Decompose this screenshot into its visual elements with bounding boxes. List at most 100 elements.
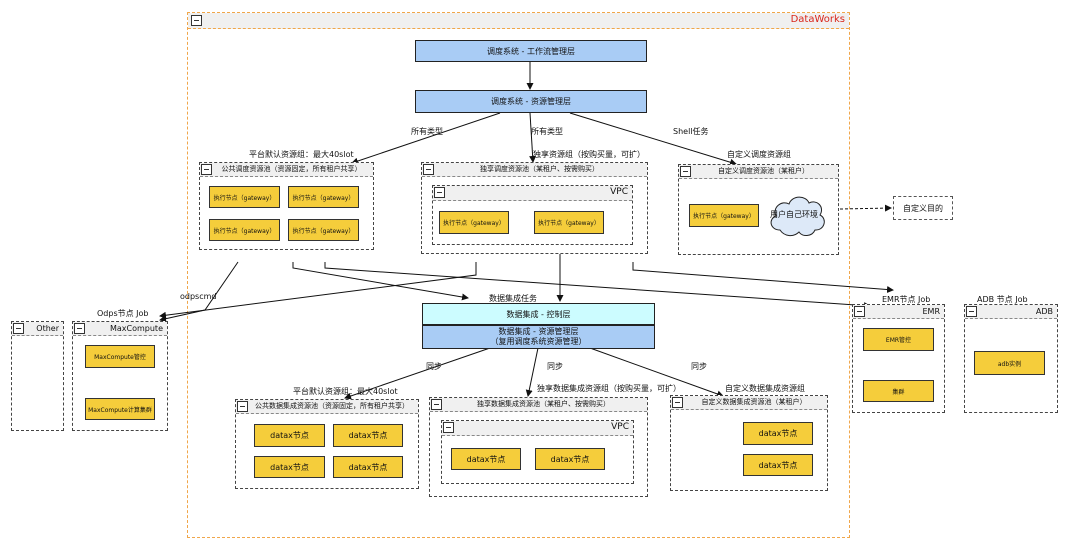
edge-di-to-di-custom: [589, 347, 724, 398]
datax-node: datax节点: [743, 422, 813, 445]
di-exclusive-pool-title: 独享数据集成资源池（某租户、按需购买）: [477, 400, 610, 408]
collapse-icon[interactable]: [237, 401, 248, 412]
gateway-node: 执行节点（gateway）: [209, 219, 280, 241]
datax-node: datax节点: [743, 454, 813, 476]
collapse-icon[interactable]: [431, 399, 442, 410]
di-resource-layer: 数据集成 - 资源管理层 （复用调度系统资源管理）: [422, 325, 655, 349]
label-default-group: 平台默认资源组：最大40slot: [249, 150, 354, 159]
custom-destination-label: 自定义目的: [903, 203, 943, 213]
datax-node: datax节点: [254, 456, 325, 478]
edge-di-to-di-exclusive: [525, 347, 539, 397]
maxcompute-control-node: MaxCompute管控: [85, 345, 155, 368]
collapse-icon[interactable]: [680, 166, 691, 177]
dataworks-title: DataWorks: [790, 14, 845, 25]
maxcompute-header: MaxCompute: [73, 322, 167, 336]
label-di-task: 数据集成任务: [489, 294, 537, 303]
edge-custom-to-dest: [839, 204, 892, 212]
edge-label-sync-1: 同步: [426, 362, 442, 371]
vpc-header: VPC: [433, 186, 632, 201]
maxcompute-title: MaxCompute: [109, 324, 163, 333]
edge-custom-to-emr: [632, 262, 894, 294]
other-group: Other: [11, 321, 64, 431]
label-adb-job: ADB 节点 Job: [977, 295, 1028, 304]
gateway-node: 执行节点（gateway）: [209, 186, 280, 208]
edge-public-to-emr: [324, 262, 871, 310]
other-title: Other: [36, 324, 59, 333]
di-custom-pool-title: 自定义数据集成资源池（某租户）: [701, 398, 807, 406]
collapse-icon[interactable]: [672, 397, 683, 408]
collapse-icon[interactable]: [74, 323, 85, 334]
label-di-default-group: 平台默认资源组：最大40slot: [293, 387, 398, 396]
adb-header: ADB: [965, 305, 1057, 319]
gateway-node: 执行节点（gateway）: [534, 211, 604, 234]
di-custom-pool-header: 自定义数据集成资源池（某租户）: [671, 396, 827, 410]
di-public-pool-header: 公共数据集成资源池（资源固定，所有租户共享）: [236, 400, 418, 414]
label-odpscmd: odpscmd: [180, 292, 217, 301]
di-vpc-header: VPC: [442, 421, 633, 436]
di-resource-line1: 数据集成 - 资源管理层: [498, 327, 579, 336]
datax-node: datax节点: [333, 456, 403, 478]
edge-label-all-types-2: 所有类型: [531, 127, 563, 136]
edge-label-shell-task: Shell任务: [673, 127, 709, 136]
label-di-custom-group: 自定义数据集成资源组: [725, 384, 805, 393]
edge-di-to-di-public: [344, 347, 491, 400]
public-pool-header: 公共调度资源池（资源固定，所有租户共享）: [200, 163, 373, 177]
custom-pool-header: 自定义调度资源池（某租户）: [679, 165, 838, 179]
collapse-icon[interactable]: [201, 164, 212, 175]
collapse-icon[interactable]: [854, 306, 865, 317]
datax-node: datax节点: [254, 424, 325, 447]
label-exclusive-group: 独享资源组（按购买量，可扩）: [533, 150, 645, 159]
di-control-layer: 数据集成 - 控制层: [422, 303, 655, 325]
emr-header: EMR: [853, 305, 944, 319]
edge-resource-to-public: [351, 112, 501, 165]
public-pool-title: 公共调度资源池（资源固定，所有租户共享）: [221, 165, 362, 173]
custom-pool-title: 自定义调度资源池（某租户）: [718, 167, 809, 175]
label-di-exclusive-group: 独享数据集成资源组（按购买量，可扩）: [537, 384, 681, 393]
gateway-node: 执行节点（gateway）: [689, 204, 759, 227]
datax-node: datax节点: [451, 448, 521, 470]
edge-resource-to-exclusive: [529, 112, 537, 163]
collapse-icon[interactable]: [966, 306, 977, 317]
custom-destination-box: 自定义目的: [893, 196, 953, 220]
di-vpc-title: VPC: [611, 422, 629, 432]
emr-cluster-node: 集群: [863, 380, 934, 402]
di-public-pool-title: 公共数据集成资源池（资源固定，所有租户共享）: [255, 402, 409, 410]
di-exclusive-pool-header: 独享数据集成资源池（某租户、按需购买）: [430, 398, 647, 412]
cloud-icon: [770, 196, 825, 237]
di-resource-line2: （复用调度系统资源管理）: [490, 337, 587, 346]
dataworks-header: DataWorks: [188, 13, 849, 29]
collapse-icon[interactable]: [191, 15, 202, 26]
edge-label-sync-2: 同步: [547, 362, 563, 371]
label-emr-job: EMR节点 Job: [882, 295, 931, 304]
emr-control-node: EMR管控: [863, 328, 934, 351]
scheduler-resource-layer: 调度系统 - 资源管理层: [415, 90, 647, 113]
label-custom-group: 自定义调度资源组: [727, 150, 791, 159]
exclusive-pool-header: 独享调度资源池（某租户、按需购买）: [422, 163, 647, 177]
maxcompute-cluster-node: MaxCompute计算集群: [85, 398, 155, 420]
edge-resource-to-custom: [569, 112, 737, 166]
datax-node: datax节点: [333, 424, 403, 447]
dataworks-frame: DataWorks: [187, 12, 850, 538]
edge-exclusive-to-maxcompute: [159, 262, 477, 319]
edges: [159, 62, 894, 400]
edge-label-sync-3: 同步: [691, 362, 707, 371]
collapse-icon[interactable]: [443, 422, 454, 433]
gateway-node: 执行节点（gateway）: [288, 186, 359, 208]
edge-label-all-types-1: 所有类型: [411, 127, 443, 136]
gateway-node: 执行节点（gateway）: [288, 219, 359, 241]
scheduler-workflow-layer: 调度系统 - 工作流管理层: [415, 40, 647, 62]
adb-instance-node: adb实例: [974, 351, 1045, 375]
collapse-icon[interactable]: [434, 187, 445, 198]
adb-title: ADB: [1035, 307, 1053, 316]
user-env-label: 用户自己环境: [770, 210, 818, 219]
collapse-icon[interactable]: [423, 164, 434, 175]
datax-node: datax节点: [535, 448, 605, 470]
gateway-node: 执行节点（gateway）: [439, 211, 509, 234]
collapse-icon[interactable]: [13, 323, 24, 334]
emr-title: EMR: [922, 307, 940, 316]
vpc-title: VPC: [610, 187, 628, 197]
edge-public-to-di: [292, 262, 469, 301]
other-header: Other: [12, 322, 63, 336]
